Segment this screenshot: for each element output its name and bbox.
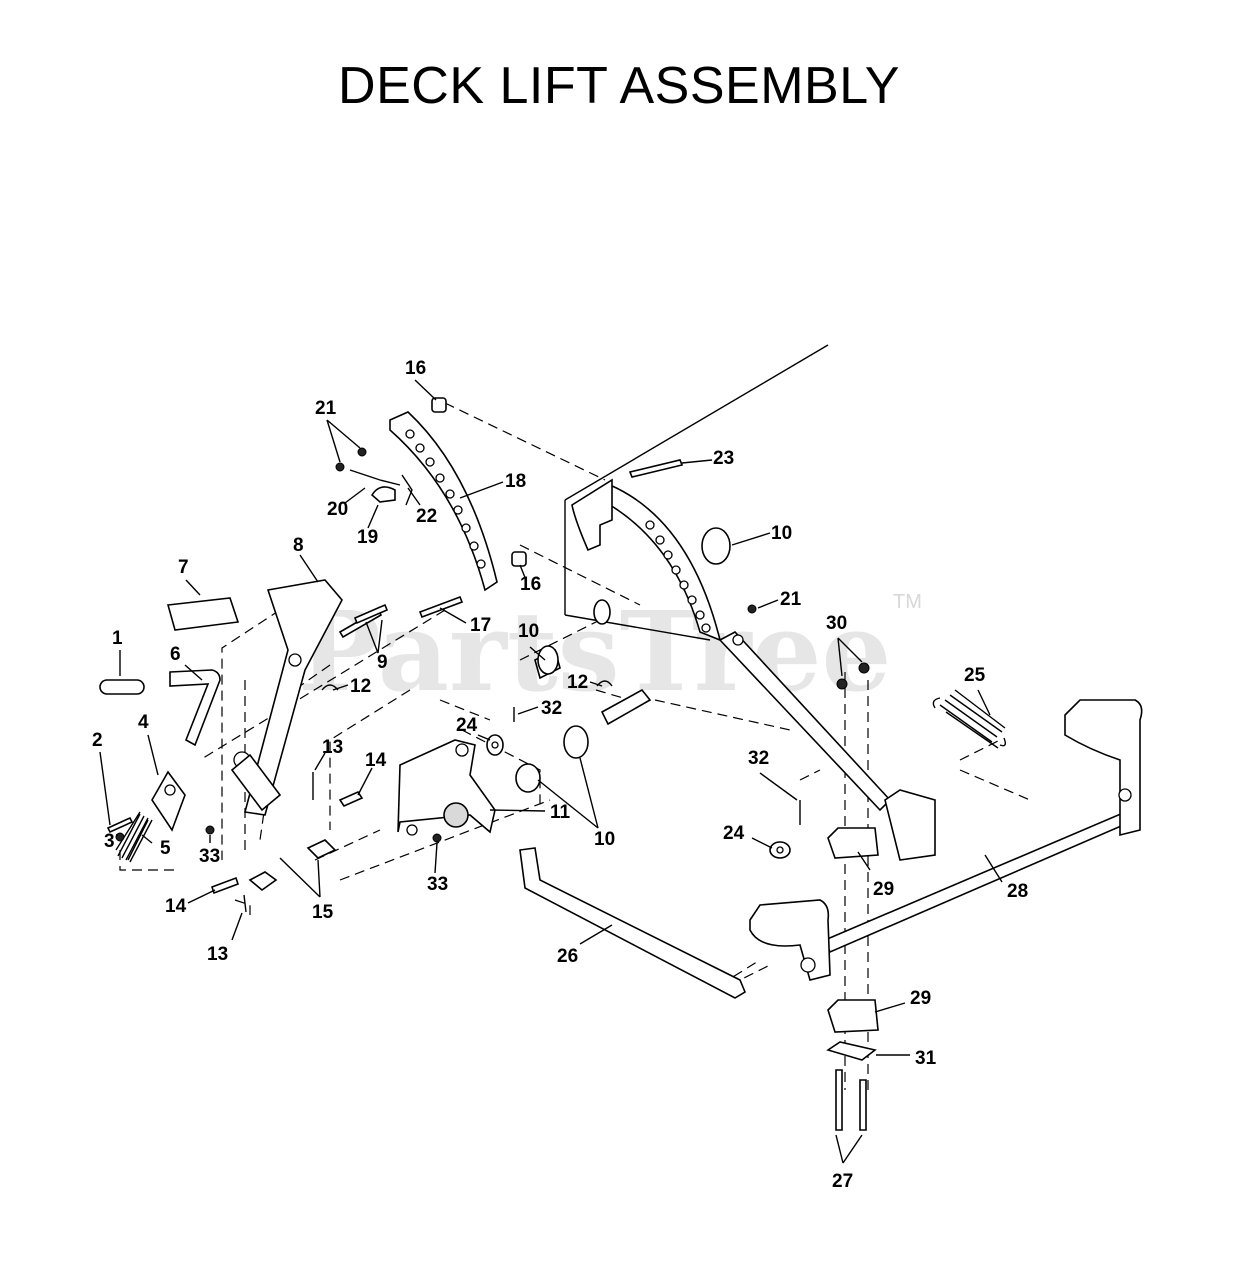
- callout-28: 28: [1007, 881, 1028, 902]
- callout-32-a: 32: [541, 698, 562, 719]
- part-22-bracket: [401, 474, 413, 506]
- callout-21-b: 21: [780, 589, 802, 610]
- callout-3: 3: [104, 831, 115, 852]
- callout-25: 25: [964, 665, 986, 686]
- callout-24-b: 24: [723, 823, 745, 844]
- part-2-pin: [106, 816, 134, 834]
- part-13-cotters: [243, 772, 314, 913]
- part-20-spring: [349, 469, 401, 486]
- part-4-bracket: [151, 770, 186, 832]
- callout-14-b: 14: [165, 896, 187, 917]
- callout-19: 19: [357, 527, 378, 548]
- callout-9: 9: [377, 652, 388, 673]
- callout-10-b: 10: [594, 829, 615, 850]
- part-27-bolts: [835, 1069, 867, 1131]
- callout-24-a: 24: [456, 715, 478, 736]
- callout-12-a: 12: [350, 676, 371, 697]
- callout-5: 5: [160, 838, 171, 859]
- callout-4: 4: [138, 712, 149, 733]
- part-10-bushings: [515, 527, 731, 793]
- callout-26: 26: [557, 946, 578, 967]
- callout-labels: 1 2 3 4 5 6 7 8 9 10 10 10 11 12 12 13 1…: [92, 358, 1028, 1192]
- part-30-nuts: [836, 662, 870, 690]
- callout-29-b: 29: [910, 988, 931, 1009]
- callout-23: 23: [713, 448, 734, 469]
- callout-13-a: 13: [322, 737, 343, 758]
- callout-16-b: 16: [520, 574, 541, 595]
- leader-lines: [99, 379, 1003, 1164]
- part-14-pins: [210, 790, 364, 895]
- part-19-clip: [370, 486, 396, 503]
- callout-11: 11: [550, 802, 571, 823]
- part-29-blocks: [827, 827, 879, 1033]
- callout-29-a: 29: [873, 879, 894, 900]
- callout-6: 6: [170, 644, 181, 665]
- watermark: PartsTree TM: [298, 587, 922, 716]
- callout-16-a: 16: [405, 358, 426, 379]
- part-33-nuts: [205, 825, 442, 843]
- part-24-washers: [486, 734, 791, 859]
- part-5-spring: [115, 811, 153, 863]
- part-21-nuts: [335, 447, 757, 614]
- callout-27: 27: [832, 1171, 853, 1192]
- part-9-bolts: [338, 603, 389, 639]
- callout-18: 18: [505, 471, 526, 492]
- part-31-plate: [826, 1041, 877, 1061]
- callout-1: 1: [112, 628, 123, 649]
- callout-13-b: 13: [207, 944, 228, 965]
- watermark-tm: TM: [893, 591, 922, 613]
- callout-33-b: 33: [427, 874, 448, 895]
- part-16-spacers: [431, 397, 527, 567]
- part-shaft: [600, 688, 652, 726]
- page-title: DECK LIFT ASSEMBLY: [338, 57, 900, 115]
- part-1-pin: [99, 679, 145, 695]
- callout-20: 20: [327, 499, 348, 520]
- callout-21-a: 21: [315, 398, 337, 419]
- callout-8: 8: [293, 535, 304, 556]
- part-7-pedal-pad: [166, 597, 240, 631]
- part-8-pedal-arm: [230, 579, 343, 816]
- callout-10-a: 10: [518, 621, 539, 642]
- callout-2: 2: [92, 730, 103, 751]
- part-23-bolt: [628, 459, 684, 478]
- callout-17: 17: [470, 615, 491, 636]
- part-32-pins: [513, 707, 801, 825]
- callout-10-c: 10: [771, 523, 792, 544]
- part-28-axle: [749, 699, 1143, 981]
- callout-15: 15: [312, 902, 334, 923]
- part-25-spring: [932, 689, 1007, 749]
- part-11-bracket: [397, 739, 496, 836]
- part-18-quadrant: [389, 411, 498, 592]
- callout-7: 7: [178, 557, 189, 578]
- deck-quadrant: [571, 478, 722, 642]
- callout-30: 30: [826, 613, 847, 634]
- callout-14-a: 14: [365, 750, 387, 771]
- callout-22: 22: [416, 506, 437, 527]
- callout-31: 31: [915, 1048, 937, 1069]
- callout-33-a: 33: [199, 846, 220, 867]
- part-17-bolt: [418, 595, 464, 619]
- callout-32-b: 32: [748, 748, 769, 769]
- part-15-blocks: [248, 839, 337, 892]
- part-6-handle: [169, 669, 221, 747]
- deck-frame-plate: [564, 344, 829, 641]
- part-26-rod: [519, 847, 747, 999]
- callout-12-b: 12: [567, 672, 588, 693]
